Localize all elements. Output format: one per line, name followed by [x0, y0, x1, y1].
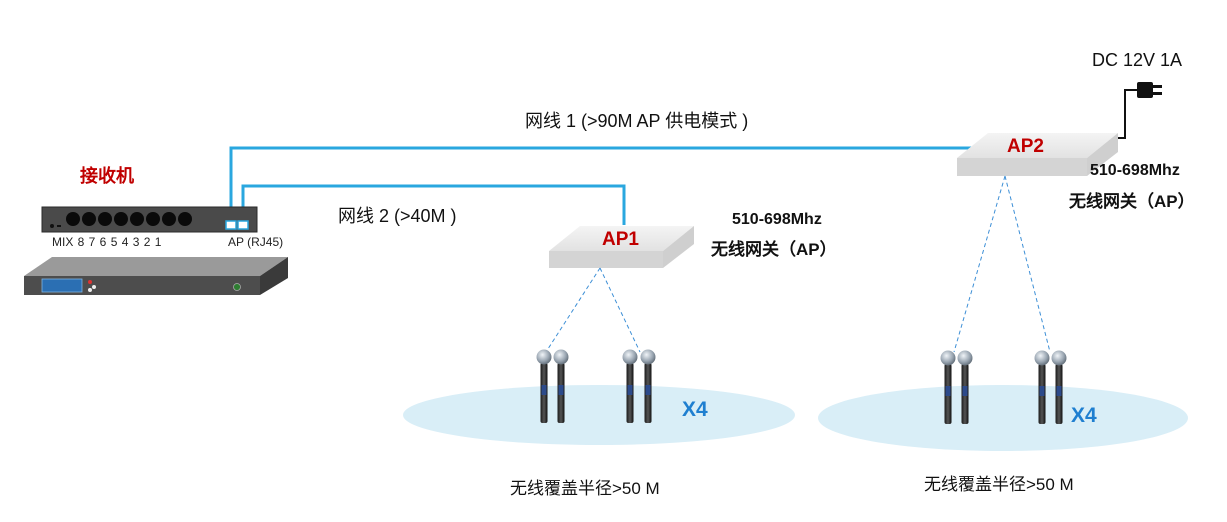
power-label: DC 12V 1A — [1092, 50, 1183, 70]
coverage-zone-2 — [818, 385, 1188, 451]
zone-2-coverage: 无线覆盖半径>50 M — [924, 475, 1074, 494]
zone-1-count: X4 — [682, 398, 708, 421]
ap2-frequency: 510-698Mhz — [1090, 162, 1180, 179]
receiver-title: 接收机 — [80, 166, 134, 186]
cable-2-label: 网线 2 (>40M ) — [338, 206, 457, 226]
ap2-name: AP2 — [1007, 136, 1044, 157]
wireless-links-ap1 — [545, 267, 641, 353]
ap2-device — [957, 133, 1118, 176]
coverage-zone-1 — [403, 385, 795, 445]
zone-2-count: X4 — [1071, 404, 1097, 427]
rj45-port-1 — [225, 220, 237, 230]
ap1-frequency: 510-698Mhz — [732, 211, 822, 228]
zone-1-coverage: 无线覆盖半径>50 M — [510, 479, 660, 498]
wireless-links-ap2 — [953, 175, 1051, 353]
ap1-description: 无线网关（AP） — [711, 240, 837, 259]
ap1-device — [549, 226, 694, 268]
cable-1-line — [229, 146, 980, 221]
receiver-ap-port-label: AP (RJ45) — [228, 235, 284, 249]
cable-2-line — [241, 184, 626, 225]
ap1-name: AP1 — [602, 229, 639, 250]
receiver-rack-unit — [24, 257, 288, 295]
ap2-description: 无线网关（AP） — [1069, 192, 1195, 211]
power-cable — [1118, 89, 1137, 139]
cable-1-label: 网线 1 (>90M AP 供电模式 ) — [525, 111, 749, 131]
rj45-port-2 — [237, 220, 249, 230]
power-plug-icon — [1137, 82, 1162, 98]
receiver-front-panel — [41, 206, 258, 233]
receiver-port-labels: MIX 8 7 6 5 4 3 2 1 — [52, 235, 162, 249]
